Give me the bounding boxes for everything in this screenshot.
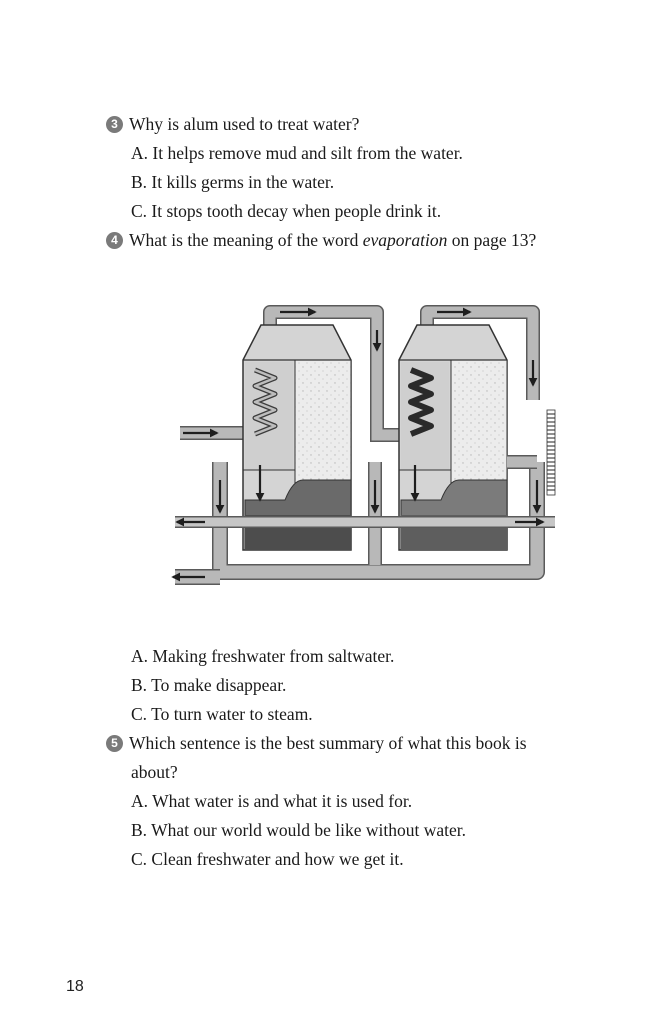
right-pipe-gauge	[507, 409, 556, 496]
question-5-prompt-line2: about?	[131, 762, 178, 782]
question-3-option-b: B. It kills germs in the water.	[131, 172, 335, 192]
question-4: 4 What is the meaning of the word evapora…	[106, 229, 536, 251]
top-pipe-left	[263, 305, 384, 335]
question-4-option-c: C. To turn water to steam.	[131, 704, 313, 724]
question-5-option-c: C. Clean freshwater and how we get it.	[131, 849, 404, 869]
desalination-diagram	[171, 305, 556, 585]
page-number: 18	[66, 978, 84, 995]
tank-right	[398, 324, 508, 551]
flow-arrows	[171, 307, 545, 582]
question-5: 5 Which sentence is the best summary of w…	[106, 732, 527, 754]
question-5-option-a: A. What water is and what it is used for…	[131, 791, 413, 811]
question-3: 3 Why is alum used to treat water?	[106, 113, 359, 135]
connector-pipe	[368, 320, 400, 565]
question-4-option-a: A. Making freshwater from saltwater.	[131, 646, 395, 666]
question-4-option-b: B. To make disappear.	[131, 675, 287, 695]
question-number-badge: 4	[106, 232, 123, 249]
question-4-italic-word: evaporation	[362, 230, 448, 250]
question-5-prompt-line1: Which sentence is the best summary of wh…	[129, 733, 527, 753]
question-number-badge: 3	[106, 116, 123, 133]
question-3-option-c: C. It stops tooth decay when people drin…	[131, 201, 442, 221]
question-5-option-b: B. What our world would be like without …	[131, 820, 467, 840]
question-4-prompt-start: What is the meaning of the word	[129, 230, 363, 250]
question-3-option-a: A. It helps remove mud and silt from the…	[131, 143, 463, 163]
question-3-prompt: Why is alum used to treat water?	[129, 114, 360, 134]
question-number-badge: 5	[106, 735, 123, 752]
top-pipe-right	[420, 305, 540, 400]
question-4-prompt-end: on page 13?	[447, 230, 537, 250]
